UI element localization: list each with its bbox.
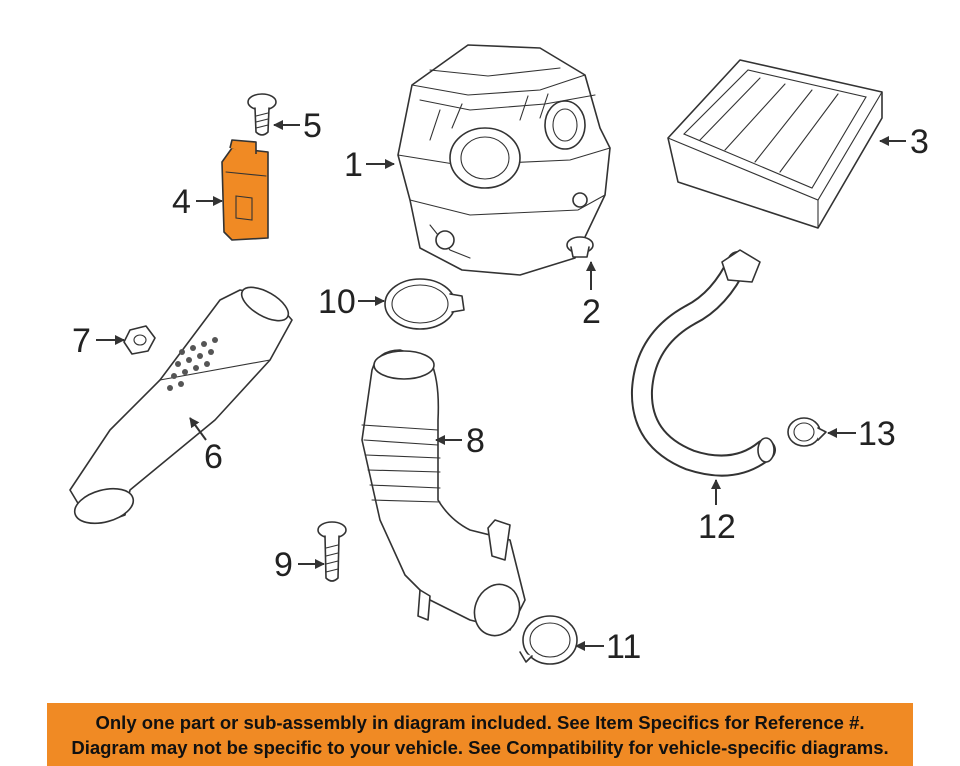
mass-air-flow-sensor [221,139,269,241]
grommet [566,236,594,258]
callout-1: 1 [344,146,363,184]
clamp-13 [787,417,827,447]
disclaimer-line-1: Only one part or sub-assembly in diagram… [95,711,865,733]
callout-7: 7 [72,322,91,360]
air-filter [667,59,883,229]
disclaimer-line-2: Diagram may not be specific to your vehi… [71,736,889,758]
clamp-10 [384,278,465,330]
callout-6: 6 [204,438,223,476]
parts-diagram: 1 2 3 4 5 6 7 8 9 10 11 12 13 [69,44,929,666]
callout-10: 10 [318,283,356,321]
air-cleaner-housing [397,44,611,276]
callout-13: 13 [858,415,896,453]
disclaimer-banner: Only one part or sub-assembly in diagram… [47,703,913,766]
bolt-5 [247,93,277,136]
bolt-9 [317,521,347,582]
inlet-duct [69,286,293,525]
callout-4: 4 [172,183,191,221]
clamp-11 [519,615,578,665]
callout-9: 9 [274,546,293,584]
hose [630,249,776,477]
callout-3: 3 [910,123,929,161]
outlet-duct [361,349,526,637]
callout-2: 2 [582,293,601,331]
nut-7 [123,325,156,355]
callout-8: 8 [466,422,485,460]
callout-11: 11 [606,628,641,666]
callout-12: 12 [698,508,736,546]
callout-5: 5 [303,107,322,145]
